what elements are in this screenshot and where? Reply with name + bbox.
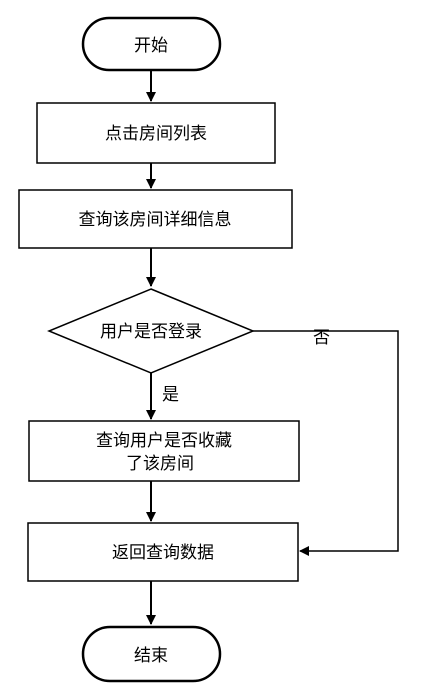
click-list-node: 点击房间列表: [36, 102, 276, 164]
return-data-node: 返回查询数据: [27, 522, 299, 582]
start-node: 开始: [81, 16, 222, 72]
query-detail-node: 查询该房间详细信息: [18, 189, 293, 249]
end-label: 结束: [134, 646, 168, 666]
return-data-label: 返回查询数据: [112, 543, 214, 563]
start-label: 开始: [134, 36, 168, 56]
query-favorite-label-line1: 查询用户是否收藏: [96, 431, 232, 451]
arrow-no-branch: [253, 330, 399, 556]
query-favorite-label-line2: 了该房间: [126, 454, 194, 474]
query-detail-label: 查询该房间详细信息: [79, 210, 232, 230]
yes-branch-label: 是: [162, 385, 179, 405]
end-node: 结束: [81, 625, 222, 683]
no-branch-label: 否: [313, 328, 330, 348]
query-favorite-node: 查询用户是否收藏 了该房间: [28, 420, 300, 482]
click-list-label: 点击房间列表: [105, 124, 207, 144]
login-check-label: 用户是否登录: [100, 322, 202, 342]
login-check-node: 用户是否登录: [47, 288, 255, 374]
